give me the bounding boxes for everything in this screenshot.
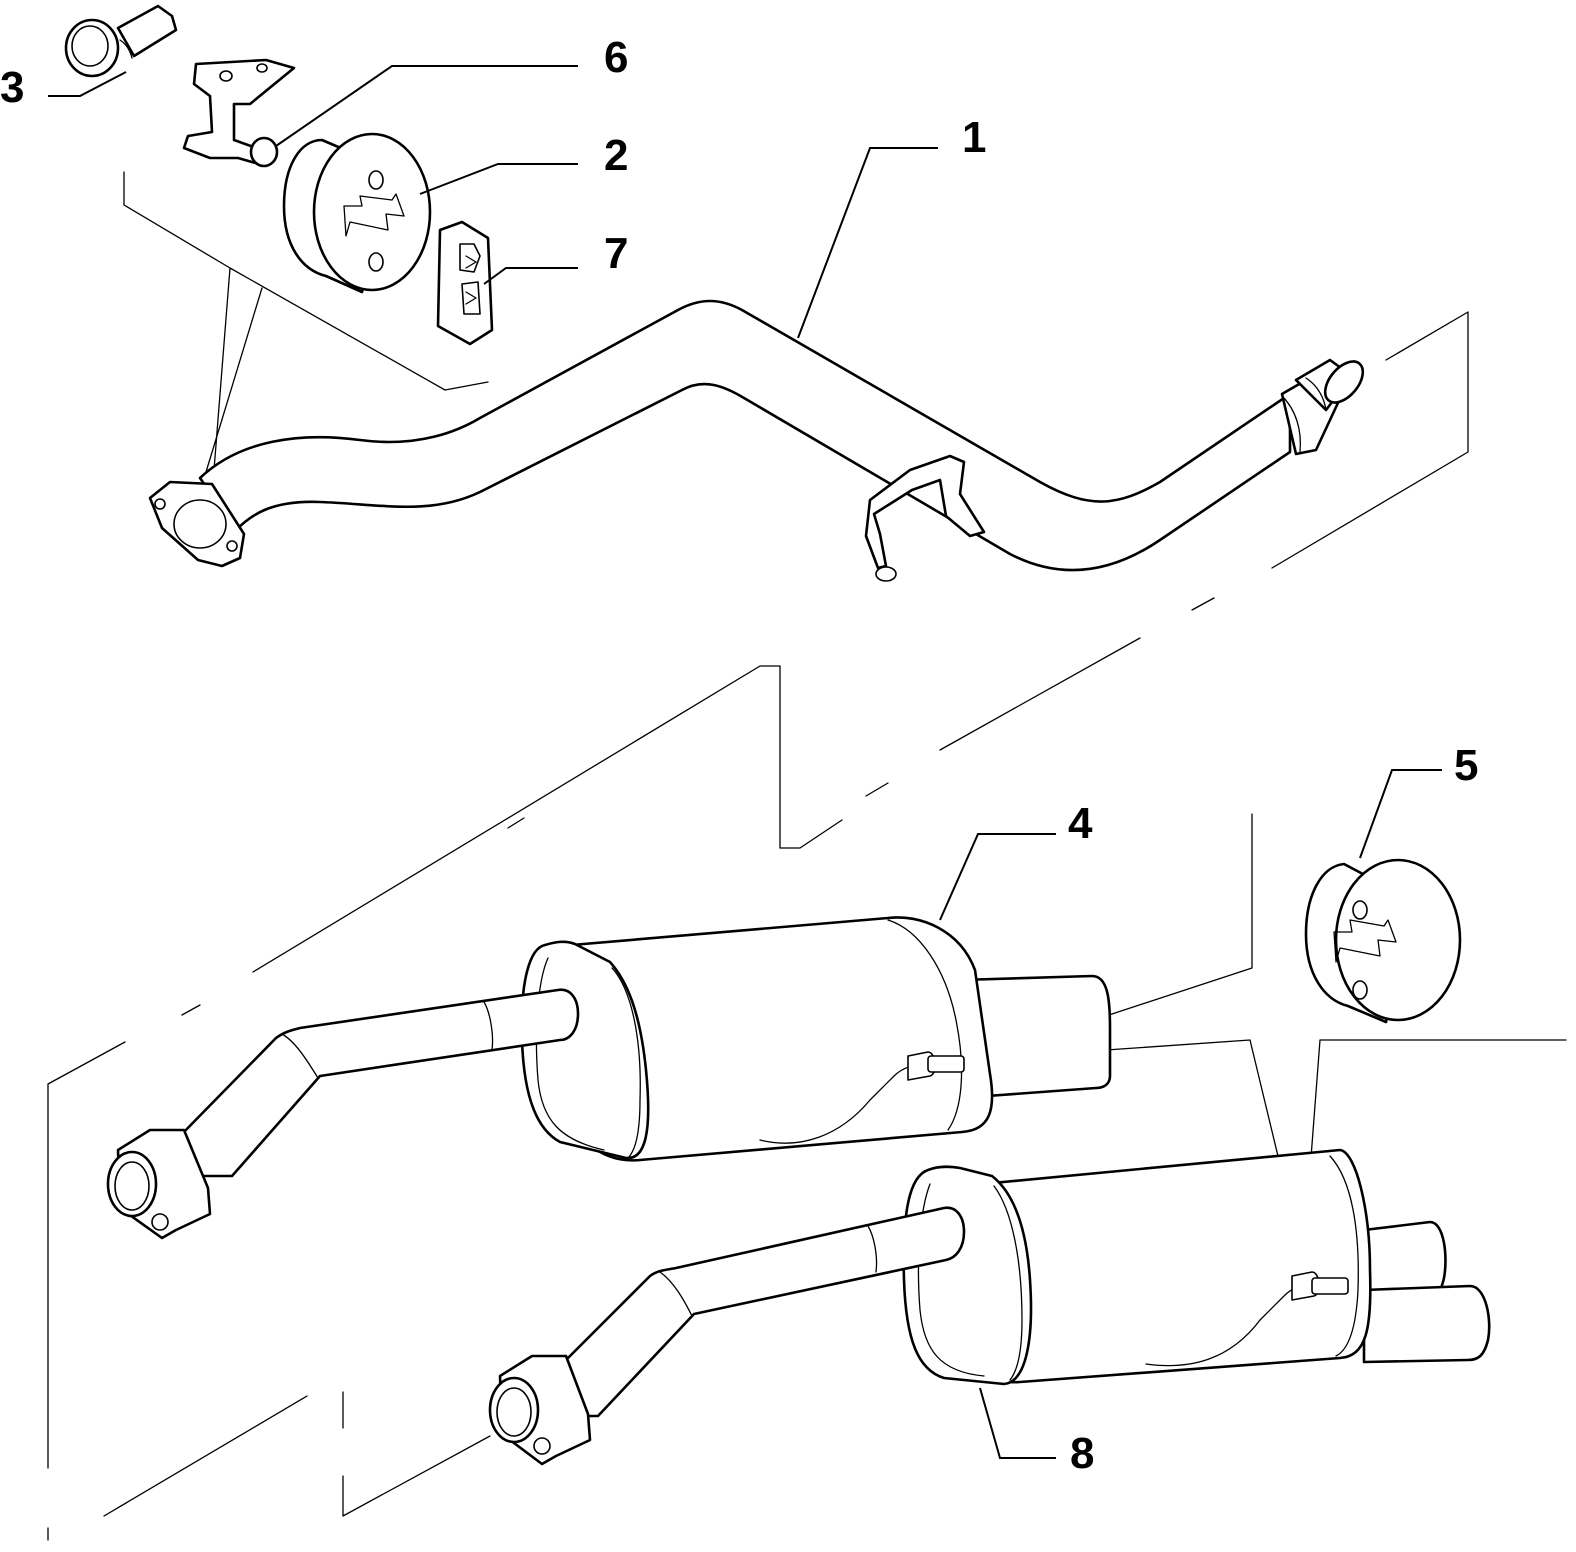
callout-5: 5 — [1454, 741, 1478, 790]
leader-5 — [1359, 769, 1442, 859]
callout-4: 4 — [1068, 799, 1093, 848]
rear-muffler-twin-outlet-icon — [488, 1148, 1491, 1466]
leader-3 — [48, 71, 127, 97]
callout-labels: 1 2 3 4 5 6 7 8 — [0, 33, 1478, 1478]
leader-6 — [275, 65, 578, 147]
callout-1: 1 — [962, 113, 986, 162]
callout-3: 3 — [0, 63, 24, 112]
flange-bolt-icon — [64, 4, 178, 78]
rubber-mount-icon-5 — [1304, 858, 1462, 1024]
callout-8: 8 — [1070, 1429, 1094, 1478]
leader-lines — [48, 65, 1442, 1459]
callout-2: 2 — [604, 131, 628, 180]
rubber-block-icon — [436, 220, 494, 346]
rubber-mount-icon — [282, 132, 432, 294]
leader-7 — [483, 267, 578, 285]
leader-2 — [419, 163, 578, 195]
callout-6: 6 — [604, 33, 628, 82]
leader-4 — [939, 833, 1056, 921]
leader-1 — [797, 147, 938, 339]
hanger-bracket-icon — [182, 58, 296, 168]
front-exhaust-pipe-icon — [148, 299, 1365, 582]
assembly-guide-lines — [47, 171, 1567, 1541]
leader-8 — [979, 1387, 1056, 1459]
callout-7: 7 — [604, 229, 628, 278]
rear-muffler-single-outlet-icon — [106, 916, 1112, 1240]
